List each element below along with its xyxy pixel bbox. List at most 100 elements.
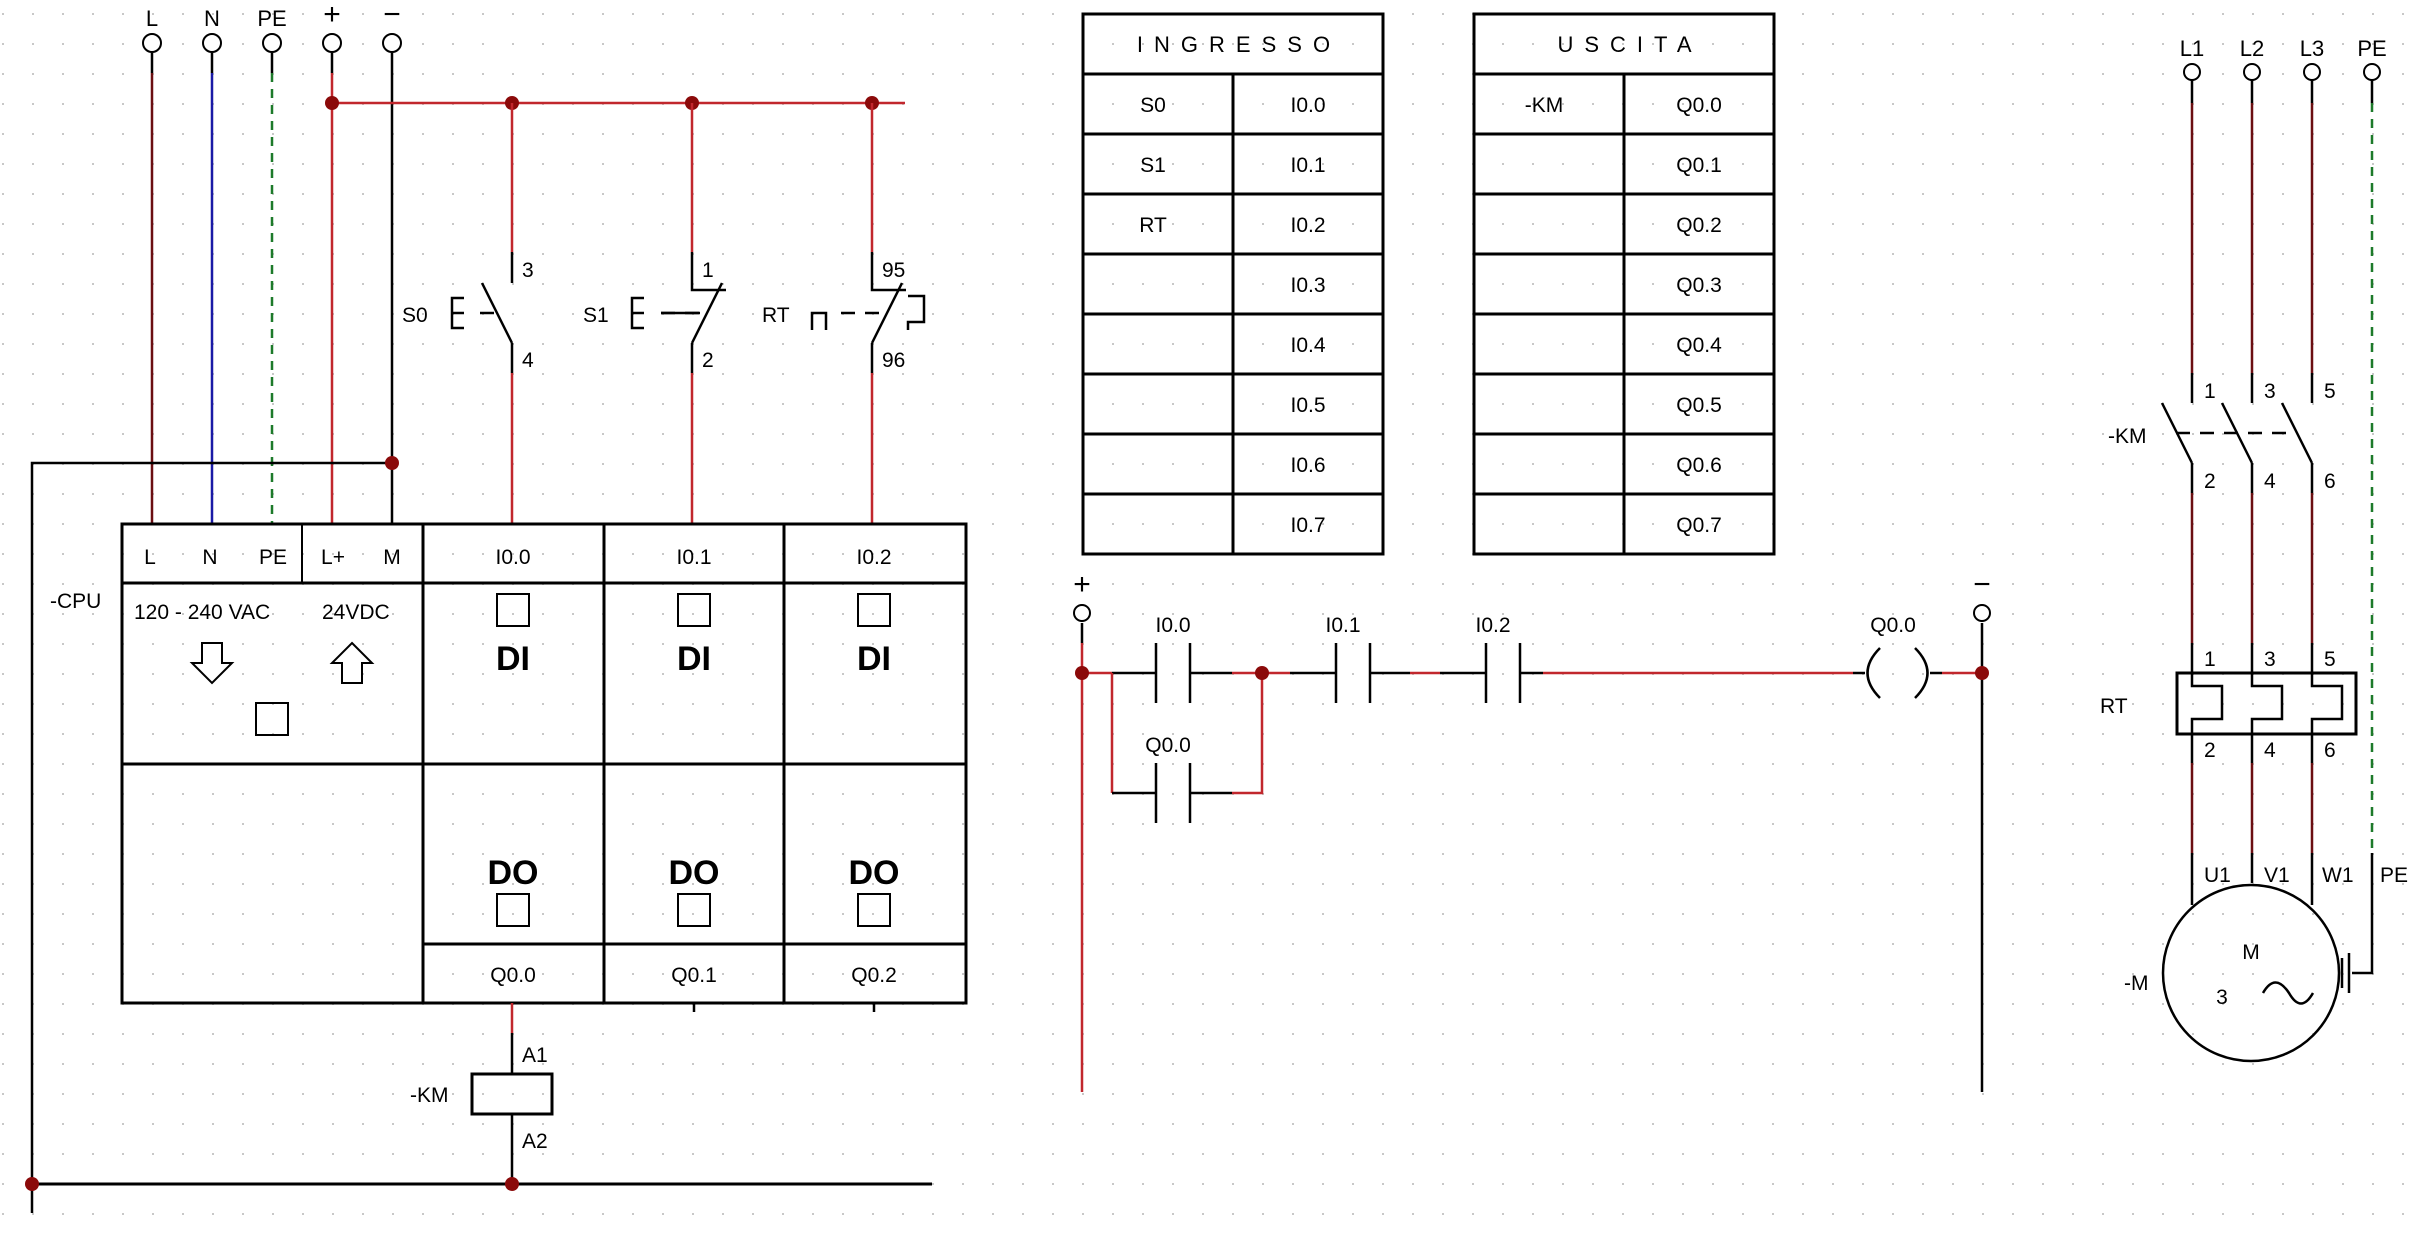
terminal-number: 1 — [2204, 648, 2216, 671]
contact-i0-2[interactable]: I0.2 — [1475, 614, 1522, 703]
terminal-label-l: L — [146, 6, 158, 31]
junction-node — [25, 1177, 39, 1191]
contactor-km[interactable]: -KM 1 3 5 2 4 6 — [2108, 373, 2336, 493]
table-uscita-cell: Q0.5 — [1676, 394, 1722, 417]
terminal-label-minus: − — [383, 0, 401, 31]
switch-s1-terminal-top: 1 — [702, 259, 714, 282]
plc-input-label: I0.1 — [676, 546, 711, 569]
terminal-l3[interactable] — [2303, 63, 2321, 81]
junction-node — [1975, 666, 1989, 680]
coil-km-terminal-a2: A2 — [522, 1130, 548, 1153]
status-led-icon — [255, 702, 289, 736]
motor-m[interactable]: -M M 3 U1 V1 W1 PE — [2124, 853, 2408, 1063]
contact-rt[interactable]: RT 95 96 — [762, 103, 926, 524]
terminal-label-pe: PE — [257, 6, 286, 31]
terminal-minus[interactable] — [382, 33, 402, 53]
terminal-number: 4 — [2264, 739, 2276, 762]
terminal-label-n: N — [204, 6, 220, 31]
input-led-icon — [496, 593, 530, 627]
ladder-rail-plus-label: + — [1073, 568, 1091, 601]
terminal-n[interactable] — [202, 33, 222, 53]
switch-s0-terminal-bottom: 4 — [522, 349, 534, 372]
motor-terminal: PE — [2380, 864, 2408, 887]
plc-do-label: DO — [488, 854, 539, 892]
output-led-icon — [677, 893, 711, 927]
contact-rt-terminal-bottom: 96 — [882, 349, 905, 372]
output-led-icon — [496, 893, 530, 927]
table-ingresso-cell: I0.5 — [1290, 394, 1325, 417]
terminal-l[interactable] — [142, 33, 162, 53]
table-uscita-title: USCITA — [1557, 32, 1702, 57]
table-ingresso-cell: S0 — [1140, 94, 1166, 117]
junction-node — [505, 1177, 519, 1191]
plc-dc-rating: 24VDC — [322, 601, 390, 624]
supply-terminals: L N PE + − — [142, 0, 402, 73]
plc-output-label: Q0.1 — [671, 964, 717, 987]
terminal-plus[interactable] — [322, 33, 342, 53]
plc-di-label: DI — [857, 640, 891, 678]
table-uscita-cell: Q0.0 — [1676, 94, 1722, 117]
terminal-l2[interactable] — [2243, 63, 2261, 81]
plc-cpu[interactable]: -CPU L N PE L+ M 120 - 240 VAC 24VDC I0.… — [50, 522, 968, 1012]
junction-node — [325, 96, 339, 110]
coil-km-terminal-a1: A1 — [522, 1044, 548, 1067]
table-uscita-cell: -KM — [1525, 94, 1564, 117]
terminal-number: 6 — [2324, 739, 2336, 762]
table-ingresso-cell: I0.0 — [1290, 94, 1325, 117]
terminal-number: 2 — [2204, 739, 2216, 762]
plc-terminal-m: M — [383, 546, 401, 569]
contact-rt-terminal-top: 95 — [882, 259, 905, 282]
terminal-label-l1: L1 — [2180, 36, 2204, 61]
terminal-label-l3: L3 — [2300, 36, 2324, 61]
contact-label: Q0.0 — [1145, 734, 1191, 757]
rail-plus-terminal[interactable] — [1073, 604, 1091, 622]
ladder-rail-minus-label: − — [1973, 568, 1991, 601]
terminal-number: 3 — [2264, 648, 2276, 671]
arrow-down-icon — [189, 642, 235, 685]
table-uscita-cell: Q0.1 — [1676, 154, 1722, 177]
contact-q0-0-holding[interactable]: Q0.0 — [1145, 734, 1192, 823]
table-uscita-cell: Q0.3 — [1676, 274, 1722, 297]
coil-km[interactable]: -KM A1 A2 — [410, 1003, 554, 1184]
terminal-pe[interactable] — [2363, 63, 2381, 81]
contact-label: I0.2 — [1475, 614, 1510, 637]
terminal-number: 2 — [2204, 470, 2216, 493]
junction-node — [1075, 666, 1089, 680]
plc-output-label: Q0.0 — [490, 964, 536, 987]
coil-q0-0[interactable]: Q0.0 — [1866, 614, 1929, 699]
switch-s1[interactable]: S1 1 2 — [583, 103, 726, 524]
contact-i0-0[interactable]: I0.0 — [1154, 614, 1192, 703]
plc-output-label: Q0.2 — [851, 964, 897, 987]
table-ingresso-cell: RT — [1139, 214, 1167, 237]
output-led-icon — [857, 893, 891, 927]
plc-di-label: DI — [496, 640, 530, 678]
overload-relay-rt[interactable]: RT 1 3 5 2 4 6 — [2100, 643, 2358, 763]
plc-terminal-n: N — [202, 546, 217, 569]
input-led-icon — [857, 593, 891, 627]
plc-do-label: DO — [849, 854, 900, 892]
table-ingresso-cell: I0.2 — [1290, 214, 1325, 237]
terminal-l1[interactable] — [2183, 63, 2201, 81]
motor-phases: 3 — [2216, 986, 2228, 1009]
motor-symbol: M — [2242, 941, 2260, 964]
rail-minus-terminal[interactable] — [1973, 604, 1991, 622]
plc-tag: -CPU — [50, 590, 101, 613]
ac-wave-icon — [2261, 981, 2315, 1005]
terminal-label-l2: L2 — [2240, 36, 2264, 61]
plc-di-label: DI — [677, 640, 711, 678]
terminal-pe[interactable] — [262, 33, 282, 53]
table-uscita-cell: Q0.2 — [1676, 214, 1722, 237]
contact-label: I0.0 — [1155, 614, 1190, 637]
junction-node — [1255, 666, 1269, 680]
table-ingresso-title: INGRESSO — [1137, 32, 1341, 57]
table-ingresso-cell: I0.4 — [1290, 334, 1325, 357]
terminal-label-plus: + — [323, 0, 341, 31]
contact-label: I0.1 — [1325, 614, 1360, 637]
contact-i0-1[interactable]: I0.1 — [1325, 614, 1372, 703]
motor-terminal: V1 — [2264, 864, 2290, 887]
wire-m-return — [30, 461, 392, 1213]
terminal-number: 5 — [2324, 648, 2336, 671]
terminal-label-pe: PE — [2357, 36, 2386, 61]
switch-s0[interactable]: S0 3 4 — [402, 103, 534, 524]
